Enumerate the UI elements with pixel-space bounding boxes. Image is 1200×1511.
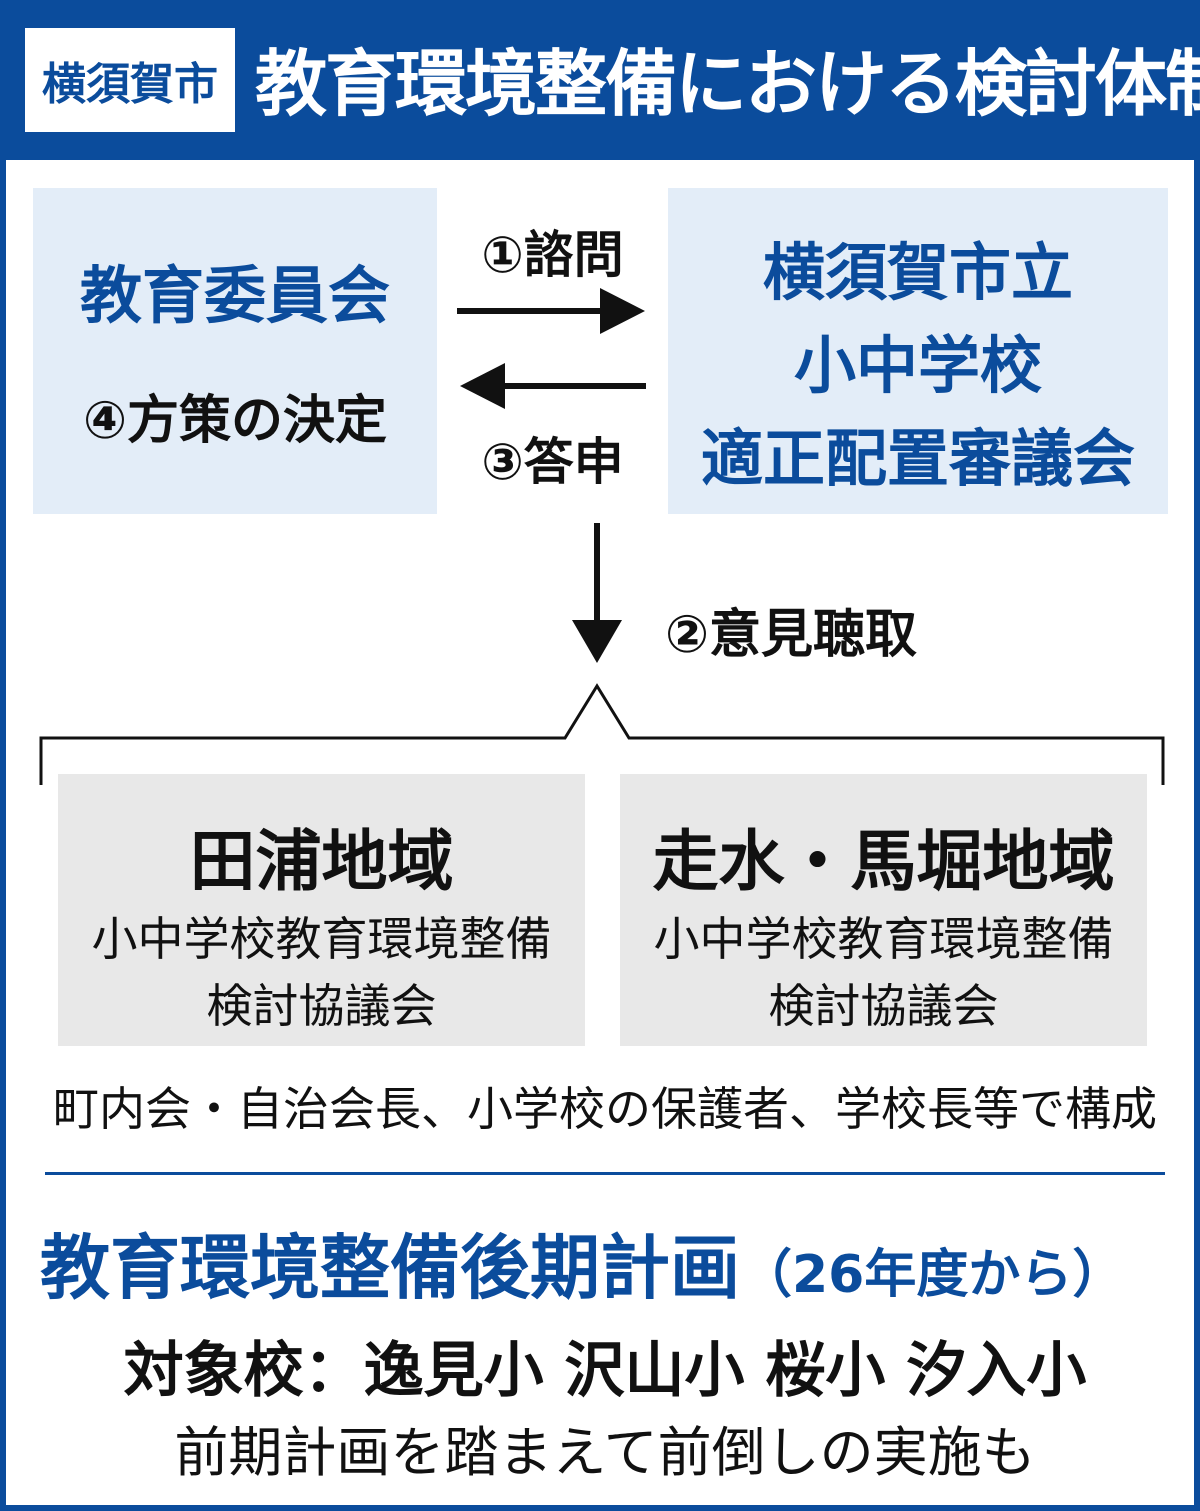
connector-lines <box>39 288 1165 785</box>
divider <box>45 1172 1165 1175</box>
council-line3: 適正配置審議会 <box>700 422 1135 495</box>
arrow-right-icon <box>457 288 645 334</box>
bracket-line <box>39 683 1165 785</box>
region-line1: 小中学校教育環境整備 <box>653 912 1114 966</box>
council-line1: 横須賀市立 <box>762 236 1073 309</box>
region-box-taura <box>58 774 585 1046</box>
hearing-label: ②意見聴取 <box>665 605 918 665</box>
region-line2: 検討協議会 <box>768 979 999 1033</box>
region-box-hashirimizu <box>620 774 1147 1046</box>
region-line2: 検討協議会 <box>206 979 437 1033</box>
decision-label: ④方策の決定 <box>82 391 388 451</box>
page-title: 教育環境整備における検討体制 <box>255 41 1200 126</box>
council-line2: 小中学校 <box>793 329 1042 402</box>
region-name: 田浦地域 <box>189 823 454 900</box>
council-box <box>668 188 1168 514</box>
arrow-left-icon <box>460 363 646 409</box>
plan-targets: 対象校：逸見小 沢山小 桜小 汐入小 <box>123 1336 1087 1406</box>
region-name: 走水・馬堀地域 <box>652 823 1115 900</box>
header-band: 横須賀市 教育環境整備における検討体制 <box>0 0 1200 160</box>
plan-note: 前期計画を踏まえて前倒しの実施も <box>174 1421 1036 1484</box>
city-label: 横須賀市 <box>25 28 235 132</box>
board-of-education-box <box>33 188 437 514</box>
plan-period: （26年度から） <box>740 1245 1125 1305</box>
consult-label: ①諮問 <box>481 226 624 284</box>
report-label: ③答申 <box>481 433 624 491</box>
composition-note: 町内会・自治会長、小学校の保護者、学校長等で構成 <box>53 1082 1157 1136</box>
plan-heading: 教育環境整備後期計画（26年度から） <box>40 1212 1170 1313</box>
plan-title: 教育環境整備後期計画 <box>40 1227 740 1309</box>
board-name: 教育委員会 <box>79 259 390 332</box>
arrow-down-icon <box>572 523 622 663</box>
region-line1: 小中学校教育環境整備 <box>91 912 552 966</box>
